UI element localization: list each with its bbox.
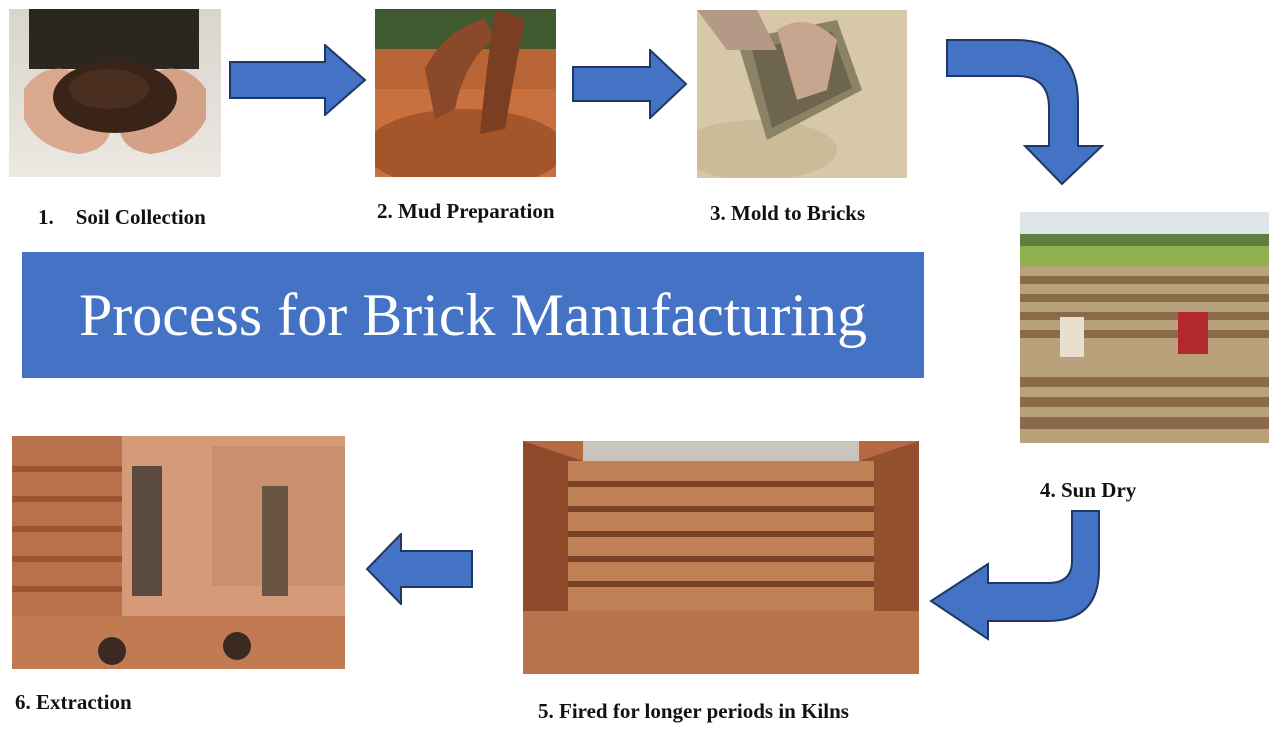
step-4-label: 4. Sun Dry [1040,478,1136,503]
sun-dry-photo [1020,212,1269,443]
mold-to-bricks-photo [697,10,907,178]
title-banner: Process for Brick Manufacturing [22,252,924,378]
step-1-label: 1. Soil Collection [38,205,206,230]
soil-collection-photo [9,9,221,177]
diagram-title: Process for Brick Manufacturing [79,281,867,350]
arrow-right-icon [572,49,688,119]
step-1-text: Soil Collection [76,205,206,229]
extraction-photo [12,436,345,669]
step-2-label: 2. Mud Preparation [377,199,555,224]
step-3-label: 3. Mold to Bricks [710,201,865,226]
arrow-turn-down-icon [945,38,1105,186]
step-1-number: 1. [38,205,54,229]
kiln-photo [523,441,919,674]
step-5-label: 5. Fired for longer periods in Kilns [538,699,849,724]
arrow-turn-left-icon [928,509,1102,641]
mud-preparation-photo [375,9,556,177]
step-6-label: 6. Extraction [15,690,132,715]
arrow-right-icon [229,44,367,116]
arrow-left-icon [365,533,474,605]
